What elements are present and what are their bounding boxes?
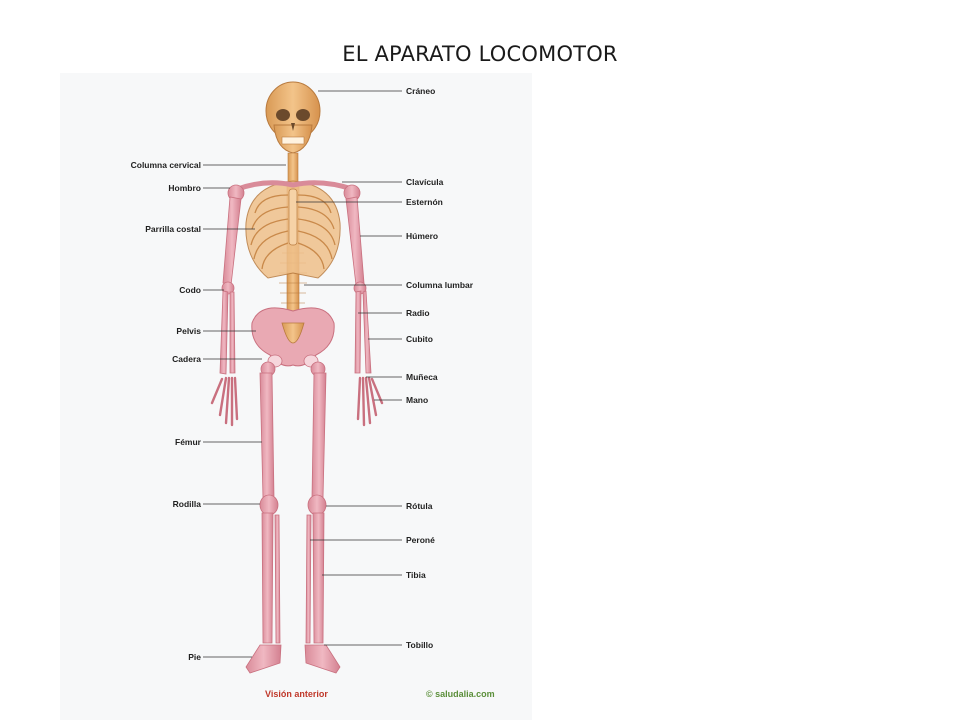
label-columna-cervical: Columna cervical bbox=[130, 160, 201, 170]
diagram-caption: Visión anterior bbox=[265, 689, 328, 699]
label-columna-lumbar: Columna lumbar bbox=[406, 280, 474, 290]
label-muneca: Muñeca bbox=[406, 372, 438, 382]
label-rodilla: Rodilla bbox=[172, 499, 201, 509]
label-perone: Peroné bbox=[406, 535, 435, 545]
hands bbox=[210, 376, 384, 427]
legs bbox=[259, 361, 327, 644]
label-craneo: Cráneo bbox=[406, 86, 436, 96]
label-codo: Codo bbox=[179, 285, 201, 295]
label-humero: Húmero bbox=[406, 231, 439, 241]
label-cadera: Cadera bbox=[172, 354, 201, 364]
label-esternon: Esternón bbox=[406, 197, 443, 207]
label-mano: Mano bbox=[406, 395, 429, 405]
label-femur: Fémur bbox=[175, 437, 201, 447]
feet bbox=[245, 644, 341, 674]
leader-lines bbox=[203, 90, 402, 658]
label-rotula: Rótula bbox=[406, 501, 433, 511]
label-radio: Radio bbox=[406, 308, 430, 318]
skeleton-diagram: Columna cervical Hombro Parrilla costal … bbox=[60, 73, 532, 720]
label-pelvis: Pelvis bbox=[176, 326, 201, 336]
ribcage bbox=[245, 180, 341, 279]
label-parrilla-costal: Parrilla costal bbox=[145, 224, 201, 234]
slide-title: EL APARATO LOCOMOTOR bbox=[342, 42, 618, 66]
skull bbox=[265, 81, 321, 154]
label-hombro: Hombro bbox=[168, 183, 201, 193]
pelvis bbox=[251, 307, 335, 368]
arms bbox=[219, 184, 372, 375]
label-cubito: Cubito bbox=[406, 334, 433, 344]
label-pie: Pie bbox=[188, 652, 201, 662]
skeleton-illustration bbox=[203, 81, 402, 674]
label-tobillo: Tobillo bbox=[406, 640, 434, 650]
clavicles bbox=[235, 180, 355, 192]
label-clavicula: Clavícula bbox=[406, 177, 444, 187]
label-tibia: Tibia bbox=[406, 570, 426, 580]
image-credit: © saludalia.com bbox=[426, 689, 495, 699]
